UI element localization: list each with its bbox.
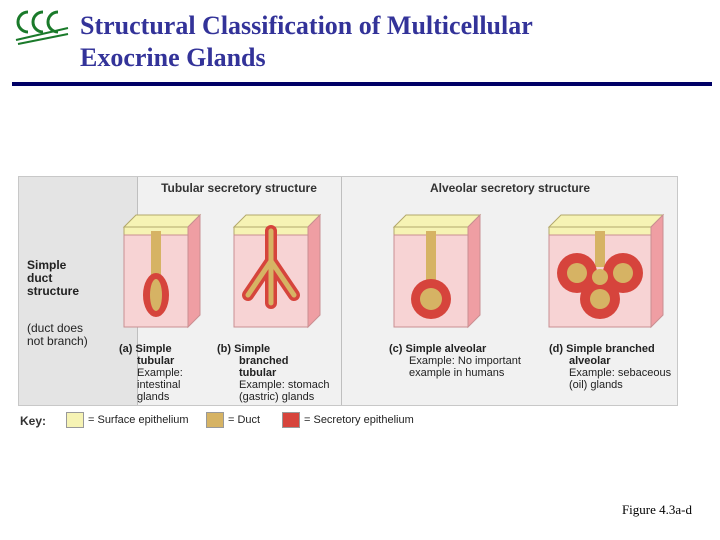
key-title: Key:	[20, 414, 47, 428]
figure-reference: Figure 4.3a-d	[621, 502, 692, 517]
panel-name-line: Simple branched	[566, 343, 655, 355]
duct-swatch	[206, 412, 224, 428]
panel-name-line: branched	[239, 355, 289, 367]
row-title-line: duct	[27, 271, 53, 285]
simple-branched-alveolar-gland-illustration	[547, 213, 665, 329]
panel-example-line: Example: No important	[409, 355, 521, 367]
tubular-header: Tubular secretory structure	[161, 181, 317, 195]
title-line-2: Exocrine Glands	[80, 43, 266, 72]
panel-b-caption: (b) Simple branched tubular Example: sto…	[217, 343, 337, 403]
panel-letter: (b)	[217, 343, 232, 355]
title-line-1: Structural Classification of Multicellul…	[80, 11, 533, 40]
panel-example-line: example in humans	[409, 367, 505, 379]
panel-example-line: Example: stomach	[239, 379, 330, 391]
slide-title: Structural Classification of Multicellul…	[80, 10, 680, 74]
panel-name-line: Simple	[234, 343, 271, 355]
panel-example-line: Example: sebaceous	[569, 367, 672, 379]
row-sub-line: not branch)	[27, 334, 88, 348]
college-logo-icon	[15, 10, 69, 45]
column-divider	[341, 177, 342, 405]
simple-tubular-gland-illustration	[122, 213, 202, 329]
panel-letter: (a)	[119, 343, 133, 355]
panel-letter: (d)	[549, 343, 564, 355]
panel-example-line: intestinal	[137, 379, 181, 391]
panel-name-line: tubular	[239, 367, 277, 379]
row-label-title: Simple duct structure	[27, 259, 79, 298]
row-title-line: Simple	[27, 258, 67, 272]
panel-a-caption: (a) Simple tubular Example: intestinal g…	[119, 343, 219, 403]
panel-example-line: glands	[137, 391, 170, 403]
panel-letter: (c)	[389, 343, 403, 355]
panel-name-line: Simple alveolar	[405, 343, 487, 355]
panel-example-line: (oil) glands	[569, 379, 623, 391]
panel-example-line: Example:	[137, 367, 183, 379]
panel-name-line: Simple	[135, 343, 172, 355]
gland-classification-figure: Tubular secretory structure Alveolar sec…	[18, 176, 678, 406]
simple-alveolar-gland-illustration	[392, 213, 482, 329]
row-label-cell	[19, 177, 137, 405]
panel-d-caption: (d) Simple branched alveolar Example: se…	[549, 343, 677, 391]
surface-epithelium-swatch	[66, 412, 84, 428]
panel-example-line: (gastric) glands	[239, 391, 315, 403]
figure-key: Key: = Surface epithelium = Duct = Secre…	[20, 412, 460, 432]
key-label-surface-epithelium: = Surface epithelium	[88, 414, 189, 426]
alveolar-header: Alveolar secretory structure	[429, 181, 591, 195]
panel-name-line: tubular	[137, 355, 175, 367]
panel-name-line: alveolar	[569, 355, 611, 367]
key-label-secretory-epithelium: = Secretory epithelium	[304, 414, 414, 426]
secretory-epithelium-swatch	[282, 412, 300, 428]
row-title-line: structure	[27, 284, 80, 298]
simple-branched-tubular-gland-illustration	[232, 213, 322, 329]
panel-c-caption: (c) Simple alveolar Example: No importan…	[389, 343, 539, 379]
key-label-duct: = Duct	[228, 414, 261, 426]
row-label-subtitle: (duct does not branch)	[27, 322, 88, 348]
row-sub-line: (duct does	[27, 321, 84, 335]
title-underline	[12, 82, 712, 86]
